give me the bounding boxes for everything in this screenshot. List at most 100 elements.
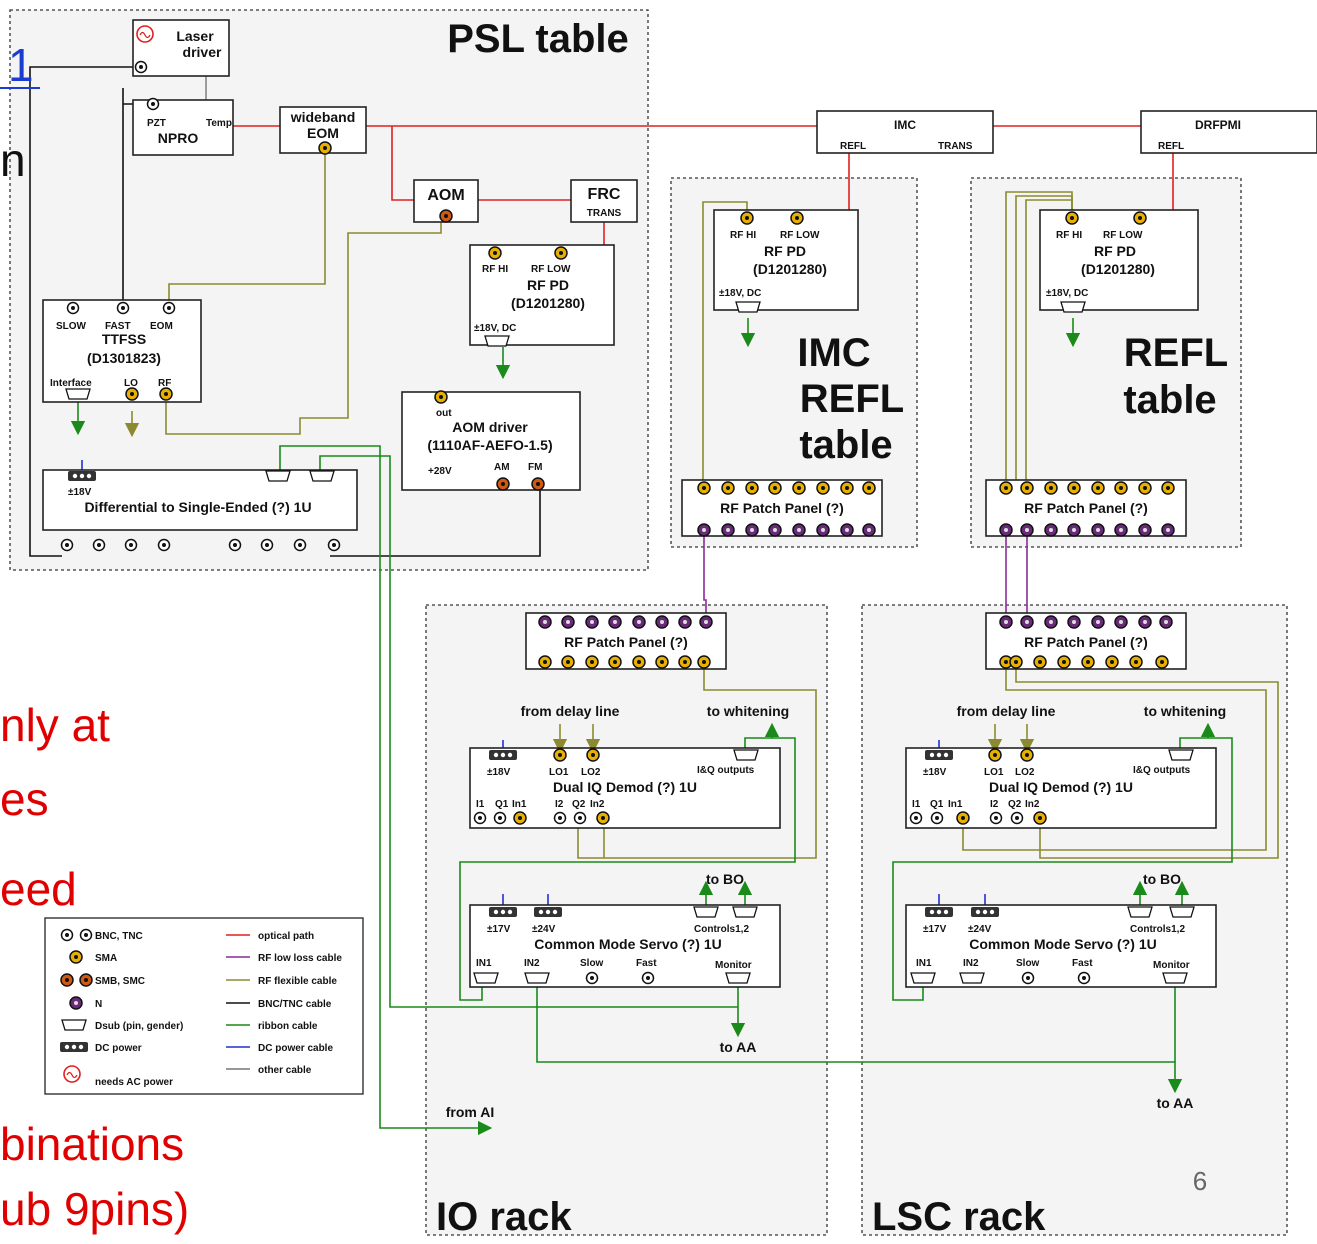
io-iq-lo2-label: LO2 bbox=[581, 767, 601, 778]
io-iq-in2-label: In2 bbox=[590, 799, 605, 810]
refl-patch-panel bbox=[985, 479, 1187, 537]
slide-text-fragment-only-at: nly at bbox=[0, 699, 110, 751]
io-iq-i2-label: I2 bbox=[555, 799, 564, 810]
ttfss-label-1: TTFSS bbox=[102, 331, 146, 347]
ttfss-eom-label: EOM bbox=[150, 321, 173, 332]
psl-rfpd-box bbox=[469, 244, 615, 346]
io-to-bo-label: to BO bbox=[706, 871, 744, 887]
drfpmi-box bbox=[1140, 110, 1317, 154]
io-cms-in2-label: IN2 bbox=[524, 958, 540, 969]
io-cms-17v-label: ±17V bbox=[487, 924, 511, 935]
eom-label-2: EOM bbox=[307, 125, 339, 141]
psl-table-title: PSL table bbox=[447, 17, 629, 61]
lsc-iq-18v-label: ±18V bbox=[923, 767, 947, 778]
io-iq-18v-label: ±18V bbox=[487, 767, 511, 778]
imc-refl-port-label: REFL bbox=[840, 141, 866, 152]
io-iq-lo1-label: LO1 bbox=[549, 767, 569, 778]
npro-pzt-label: PZT bbox=[147, 118, 166, 129]
slide-link-fragment[interactable]: 1 bbox=[8, 39, 34, 91]
io-iq-q2-label: Q2 bbox=[572, 799, 586, 810]
imc-rfpd-power-label: ±18V, DC bbox=[719, 288, 761, 299]
diff-label: Differential to Single-Ended (?) 1U bbox=[84, 499, 311, 515]
slide-text-fragment-ub9pins: ub 9pins) bbox=[0, 1183, 189, 1235]
slide-text-fragment-es: es bbox=[0, 773, 49, 825]
io-iq-in1-label: In1 bbox=[512, 799, 527, 810]
lsc-to-whitening-label: to whitening bbox=[1144, 703, 1226, 719]
refl-rfpd-power-label: ±18V, DC bbox=[1046, 288, 1088, 299]
imc-rfpd-hi-label: RF HI bbox=[730, 230, 756, 241]
lsc-cms-fast-label: Fast bbox=[1072, 958, 1093, 969]
ttfss-fast-label: FAST bbox=[105, 321, 131, 332]
lsc-iq-i2-label: I2 bbox=[990, 799, 999, 810]
drfpmi-refl-port-label: REFL bbox=[1158, 141, 1184, 152]
legend-optical-label: optical path bbox=[258, 931, 314, 942]
lsc-iq-q1-label: Q1 bbox=[930, 799, 944, 810]
ttfss-rf-label: RF bbox=[158, 378, 171, 389]
io-cms-label: Common Mode Servo (?) 1U bbox=[534, 936, 721, 952]
legend-ribbon-label: ribbon cable bbox=[258, 1021, 318, 1032]
lsc-iq-outputs-label: I&Q outputs bbox=[1133, 765, 1191, 776]
legend-dccable-label: DC power cable bbox=[258, 1043, 333, 1054]
io-to-aa-label: to AA bbox=[720, 1039, 757, 1055]
lsc-from-delay-line-label: from delay line bbox=[957, 703, 1056, 719]
legend-n-label: N bbox=[95, 999, 102, 1010]
lsc-patch-label: RF Patch Panel (?) bbox=[1024, 634, 1148, 650]
io-cms-in1-label: IN1 bbox=[476, 958, 492, 969]
io-rack-title: IO rack bbox=[436, 1195, 572, 1239]
imc-refl-title-line-3: table bbox=[799, 423, 892, 467]
imc-rfpd-low-label: RF LOW bbox=[780, 230, 820, 241]
psl-rfpd-low-label: RF LOW bbox=[531, 264, 571, 275]
psl-rfpd-hi-label: RF HI bbox=[482, 264, 508, 275]
imc-trans-port-label: TRANS bbox=[938, 141, 973, 152]
io-to-whitening-label: to whitening bbox=[707, 703, 789, 719]
aom-driver-fm-label: FM bbox=[528, 462, 542, 473]
imc-refl-title-line-2: REFL bbox=[800, 377, 904, 421]
aom-driver-label-1: AOM driver bbox=[452, 419, 528, 435]
psl-rfpd-label-1: RF PD bbox=[527, 277, 569, 293]
legend-flex-label: RF flexible cable bbox=[258, 976, 337, 987]
io-cms-fast-label: Fast bbox=[636, 958, 657, 969]
legend-dsub-label: Dsub (pin, gender) bbox=[95, 1021, 183, 1032]
lsc-iq-lo1-label: LO1 bbox=[984, 767, 1004, 778]
diff-power-label: ±18V bbox=[68, 487, 92, 498]
legend-dc-label: DC power bbox=[95, 1043, 142, 1054]
io-patch-panel bbox=[525, 612, 727, 670]
laser-driver-label-1: Laser bbox=[176, 28, 214, 44]
aom-driver-am-label: AM bbox=[494, 462, 510, 473]
imc-box bbox=[816, 110, 994, 154]
imc-rfpd-label-1: RF PD bbox=[764, 243, 806, 259]
refl-title-line-1: REFL bbox=[1124, 331, 1228, 375]
lsc-cms-slow-label: Slow bbox=[1016, 958, 1040, 969]
psl-rfpd-label-2: (D1201280) bbox=[511, 295, 585, 311]
lsc-rack-title: LSC rack bbox=[872, 1195, 1046, 1239]
lsc-iq-i1-label: I1 bbox=[912, 799, 921, 810]
lsc-cms-24v-label: ±24V bbox=[968, 924, 992, 935]
frc-label: FRC bbox=[588, 186, 621, 203]
ttfss-slow-label: SLOW bbox=[56, 321, 87, 332]
io-iq-demod-label: Dual IQ Demod (?) 1U bbox=[553, 779, 697, 795]
io-iq-i1-label: I1 bbox=[476, 799, 485, 810]
lsc-iq-q2-label: Q2 bbox=[1008, 799, 1022, 810]
legend-ac-label: needs AC power bbox=[95, 1077, 173, 1088]
slide-text-fragment-eed: eed bbox=[0, 863, 77, 915]
ttfss-label-2: (D1301823) bbox=[87, 350, 161, 366]
lsc-to-bo-label: to BO bbox=[1143, 871, 1181, 887]
eom-label-1: wideband bbox=[290, 109, 356, 125]
psl-rfpd-power-label: ±18V, DC bbox=[474, 323, 516, 334]
imc-rfpd-label-2: (D1201280) bbox=[753, 261, 827, 277]
slide-text-fragment-binations: binations bbox=[0, 1118, 184, 1170]
refl-patch-label: RF Patch Panel (?) bbox=[1024, 500, 1148, 516]
legend-box bbox=[44, 917, 364, 1095]
refl-rfpd-box bbox=[1039, 209, 1199, 311]
imc-refl-rfpd-box bbox=[713, 209, 859, 311]
io-cms-slow-label: Slow bbox=[580, 958, 604, 969]
legend-smb-label: SMB, SMC bbox=[95, 976, 145, 987]
io-cms-controls-label: Controls1,2 bbox=[694, 924, 749, 935]
lsc-cms-17v-label: ±17V bbox=[923, 924, 947, 935]
frc-trans-label: TRANS bbox=[587, 208, 622, 219]
legend-bnccable-label: BNC/TNC cable bbox=[258, 999, 332, 1010]
lsc-iq-in2-label: In2 bbox=[1025, 799, 1040, 810]
slide-text-fragment-n: n bbox=[0, 134, 26, 186]
lsc-iq-in1-label: In1 bbox=[948, 799, 963, 810]
